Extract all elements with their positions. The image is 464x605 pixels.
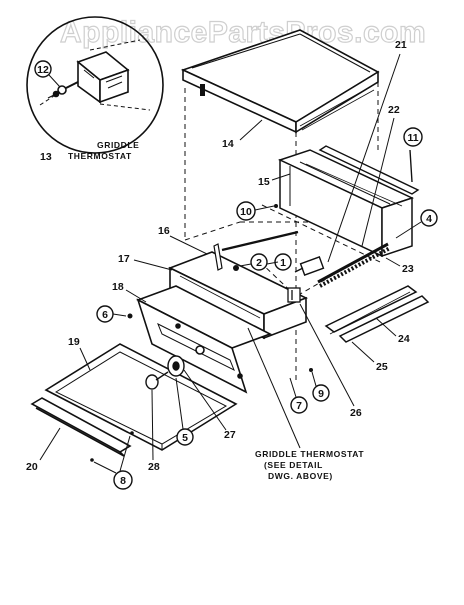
rod-part <box>318 145 420 195</box>
callout-1: 1 <box>280 257 286 269</box>
part-number-23: 23 <box>402 263 414 275</box>
callout-2: 2 <box>256 257 262 269</box>
part-number-17: 17 <box>118 253 130 265</box>
part-number-18: 18 <box>112 281 124 293</box>
callout-11: 11 <box>407 132 418 144</box>
callout-9: 9 <box>318 388 324 400</box>
drip-pan <box>44 343 238 451</box>
detail-thermostat-body <box>76 51 130 104</box>
front-trim <box>30 397 132 457</box>
detail-inset <box>26 16 164 154</box>
front-panel <box>136 285 272 394</box>
part-number-19: 19 <box>68 336 80 348</box>
callout-6: 6 <box>102 309 108 321</box>
callout-12: 12 <box>37 64 49 76</box>
callout-circle-8 <box>113 470 133 490</box>
main-caption-line1: GRIDDLE THERMOSTAT <box>255 449 364 459</box>
callout-4: 4 <box>426 213 432 225</box>
side-rails <box>324 285 430 343</box>
screw-8b <box>90 458 94 462</box>
callout-10: 10 <box>240 206 252 218</box>
screw-10 <box>274 204 278 208</box>
part-number-20: 20 <box>26 461 38 473</box>
main-caption-line2: (SEE DETAIL <box>264 460 323 470</box>
detail-caption-line1: GRIDDLE <box>97 140 139 150</box>
detail-circle <box>26 16 164 154</box>
heating-element <box>317 242 391 288</box>
part-number-13: 13 <box>40 151 52 163</box>
callout-circle-10 <box>236 201 256 221</box>
callout-5: 5 <box>182 432 188 444</box>
element-frame <box>277 149 415 258</box>
callout-circle-12 <box>34 60 52 78</box>
part-number-14: 14 <box>222 138 234 150</box>
thermostat-part <box>294 256 325 276</box>
part-number-22: 22 <box>388 104 400 116</box>
callout-circle-7 <box>290 396 308 414</box>
callout-circle-2 <box>250 253 268 271</box>
callout-circle-9 <box>312 384 330 402</box>
callout-circle-5 <box>176 428 194 446</box>
part-number-15: 15 <box>258 176 270 188</box>
callout-circle-11 <box>403 127 423 147</box>
part-number-27: 27 <box>224 429 236 441</box>
part-number-24: 24 <box>398 333 410 345</box>
detail-caption-line2: THERMOSTAT <box>68 151 132 161</box>
part-number-28: 28 <box>148 461 160 473</box>
callout-7: 7 <box>296 400 302 412</box>
main-caption-line3: DWG. ABOVE) <box>268 471 333 481</box>
part-number-25: 25 <box>376 361 388 373</box>
control-knob <box>145 355 185 390</box>
screw-9 <box>309 368 313 372</box>
part-number-16: 16 <box>158 225 170 237</box>
callout-circle-4 <box>420 209 438 227</box>
callout-circle-1 <box>274 253 292 271</box>
part-number-26: 26 <box>350 407 362 419</box>
callout-8: 8 <box>120 475 126 487</box>
bracket-part <box>287 287 301 303</box>
watermark-text: AppliancePartsPros.com <box>60 16 426 49</box>
part-number-21: 21 <box>395 39 407 51</box>
screw-6 <box>127 313 133 319</box>
screw-2 <box>233 265 239 271</box>
screw-8a <box>130 431 134 435</box>
